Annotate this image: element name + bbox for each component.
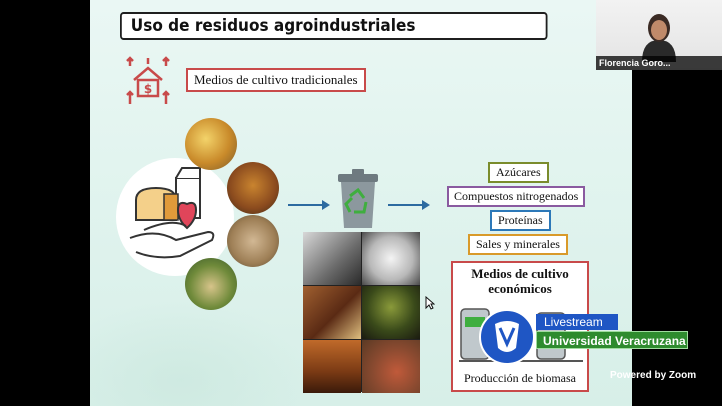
arrow-right-icon bbox=[288, 200, 330, 210]
economic-media-title: Medios de cultivo económicos bbox=[471, 266, 569, 296]
participant-video-tile[interactable]: Florencia Goro... bbox=[596, 0, 722, 70]
powered-by-zoom: Powered by Zoom bbox=[610, 370, 697, 381]
photo-pot bbox=[362, 232, 420, 285]
food-photo-field bbox=[185, 258, 237, 310]
food-photo-cocoa bbox=[227, 162, 279, 214]
photo-sugarcane bbox=[303, 286, 361, 339]
university-label: Universidad Veracruzana bbox=[536, 331, 688, 349]
money-house-icon: $ bbox=[126, 56, 170, 104]
svg-text:$: $ bbox=[144, 82, 152, 96]
photo-residue bbox=[362, 340, 420, 393]
recycle-bin-icon bbox=[338, 169, 378, 228]
process-photo-grid bbox=[303, 232, 420, 393]
output-label-proteins: Proteínas bbox=[490, 210, 551, 231]
output-label-sugars: Azúcares bbox=[488, 162, 549, 183]
photo-blender bbox=[303, 232, 361, 285]
output-label-salts: Sales y minerales bbox=[468, 234, 568, 255]
arrow-right-icon bbox=[388, 200, 430, 210]
photo-syrup bbox=[303, 340, 361, 393]
participant-avatar bbox=[642, 14, 676, 62]
livestream-label: Livestream bbox=[536, 314, 618, 330]
photo-molasses bbox=[362, 286, 420, 339]
participant-name: Florencia Goro... bbox=[596, 56, 722, 70]
left-letterbox bbox=[0, 0, 90, 406]
food-photo-grains bbox=[227, 215, 279, 267]
hand-food-icon bbox=[129, 167, 215, 259]
biomass-production-label: Producción de biomasa bbox=[464, 371, 576, 385]
universidad-veracruzana-logo bbox=[479, 309, 535, 365]
mouse-cursor-icon bbox=[425, 296, 435, 310]
food-hand-illustration bbox=[116, 158, 234, 276]
traditional-media-label: Medios de cultivo tradicionales bbox=[186, 68, 366, 92]
slide-title: Uso de residuos agroindustriales bbox=[120, 12, 548, 40]
output-label-nitrogen: Compuestos nitrogenados bbox=[447, 186, 586, 207]
food-photo-fruit bbox=[185, 118, 237, 170]
